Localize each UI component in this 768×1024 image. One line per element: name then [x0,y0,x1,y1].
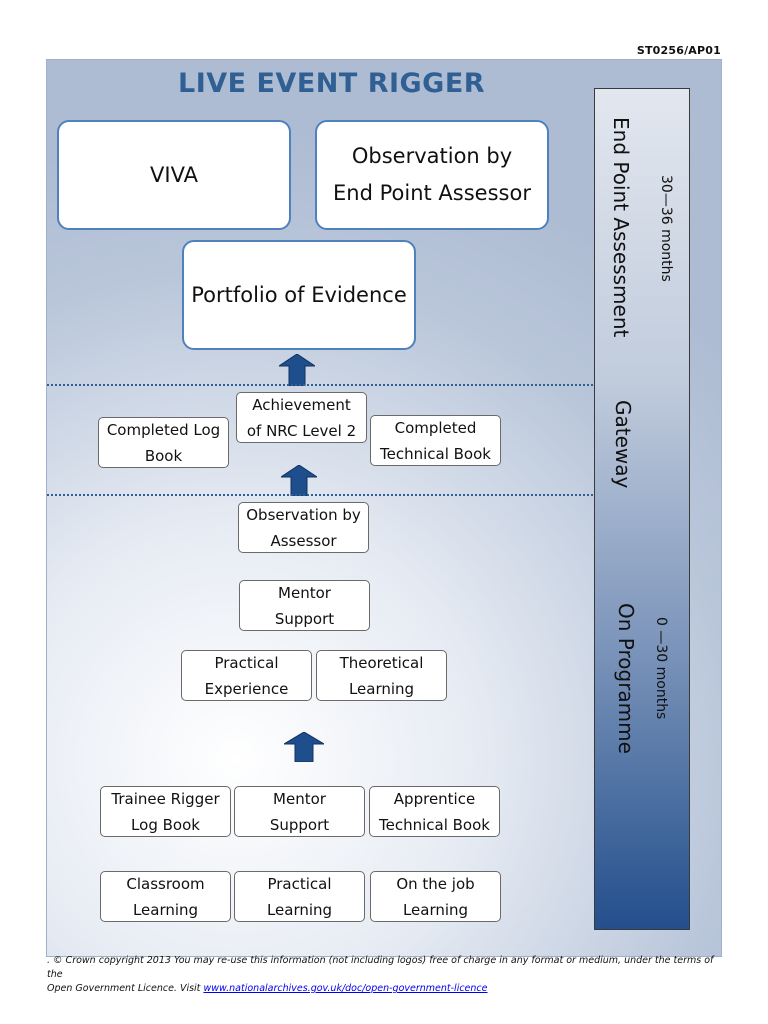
theoretical-line2: Learning [348,679,415,698]
up-arrow-icon [284,732,324,762]
theoretical-line1: Theoretical [339,653,424,672]
log-book-line1: Completed Log [106,420,221,439]
mentor2-line2: Support [269,815,330,834]
on-the-job-learning-box: On the job Learning [370,871,501,922]
classroom-line2: Learning [132,900,199,919]
observation-assessor-line1: Observation by [246,505,361,524]
onjob-line2: Learning [402,900,469,919]
portfolio-label: Portfolio of Evidence [191,282,407,307]
diagram-title: LIVE EVENT RIGGER [178,68,486,99]
observation-by-assessor-box: Observation by Assessor [238,502,369,553]
sidebar-epa-duration: 30—36 months [658,175,674,282]
technical-book-line2: Technical Book [380,444,491,463]
sidebar-programme-duration: 0 —30 months [653,617,669,720]
sidebar-gateway-label: Gateway [611,400,635,489]
mentor-support-box-2: Mentor Support [234,786,365,837]
practical-experience-box: Practical Experience [181,650,312,701]
footer-line2: Open Government Licence. Visit www.natio… [47,982,723,996]
classroom-line1: Classroom [126,874,205,893]
nrc-line1: Achievement [252,395,351,414]
mentor2-line1: Mentor [273,789,326,808]
trainee-rigger-log-book-box: Trainee Rigger Log Book [100,786,231,837]
sidebar-programme-label: On Programme [614,603,638,754]
mentor-line2: Support [274,609,335,628]
footer-line1: . © Crown copyright 2013 You may re-use … [47,955,714,980]
practical-learning-line1: Practical [267,874,332,893]
observation-epa-line2: End Point Assessor [333,181,531,205]
nrc-line2: of NRC Level 2 [246,421,357,440]
phase-sidebar [594,88,690,930]
up-arrow-icon [279,354,315,386]
viva-label: VIVA [150,162,198,187]
classroom-learning-box: Classroom Learning [100,871,231,922]
document-reference: ST0256/AP01 [636,44,721,57]
trainee-line1: Trainee Rigger [111,789,220,808]
practical-learning-line2: Learning [266,900,333,919]
apprentice-technical-book-box: Apprentice Technical Book [369,786,500,837]
footer-line2-prefix: Open Government Licence. Visit [47,983,204,994]
sidebar-epa-label: End Point Assessment [609,117,633,338]
observation-assessor-line2: Assessor [270,531,337,550]
apprentice-line2: Technical Book [379,815,490,834]
epa-gateway-divider [47,384,689,386]
apprentice-line1: Apprentice [393,789,476,808]
portfolio-of-evidence-box: Portfolio of Evidence [182,240,416,350]
viva-box: VIVA [57,120,291,230]
mentor-line1: Mentor [278,583,331,602]
completed-technical-book-box: Completed Technical Book [370,415,501,466]
trainee-line2: Log Book [131,815,200,834]
observation-epa-line1: Observation by [351,144,513,168]
technical-book-line1: Completed [394,418,477,437]
copyright-footer: . © Crown copyright 2013 You may re-use … [47,954,723,996]
completed-log-book-box: Completed Log Book [98,417,229,468]
log-book-line2: Book [144,446,183,465]
practical-learning-box: Practical Learning [234,871,365,922]
up-arrow-icon [281,465,317,496]
gateway-programme-divider [47,494,689,496]
theoretical-learning-box: Theoretical Learning [316,650,447,701]
observation-by-epa-box: Observation by End Point Assessor [315,120,549,230]
practical-experience-line2: Experience [204,679,289,698]
onjob-line1: On the job [396,874,475,893]
licence-link[interactable]: www.nationalarchives.gov.uk/doc/open-gov… [203,983,488,994]
mentor-support-box: Mentor Support [239,580,370,631]
practical-experience-line1: Practical [214,653,279,672]
nrc-level-2-box: Achievement of NRC Level 2 [236,392,367,443]
